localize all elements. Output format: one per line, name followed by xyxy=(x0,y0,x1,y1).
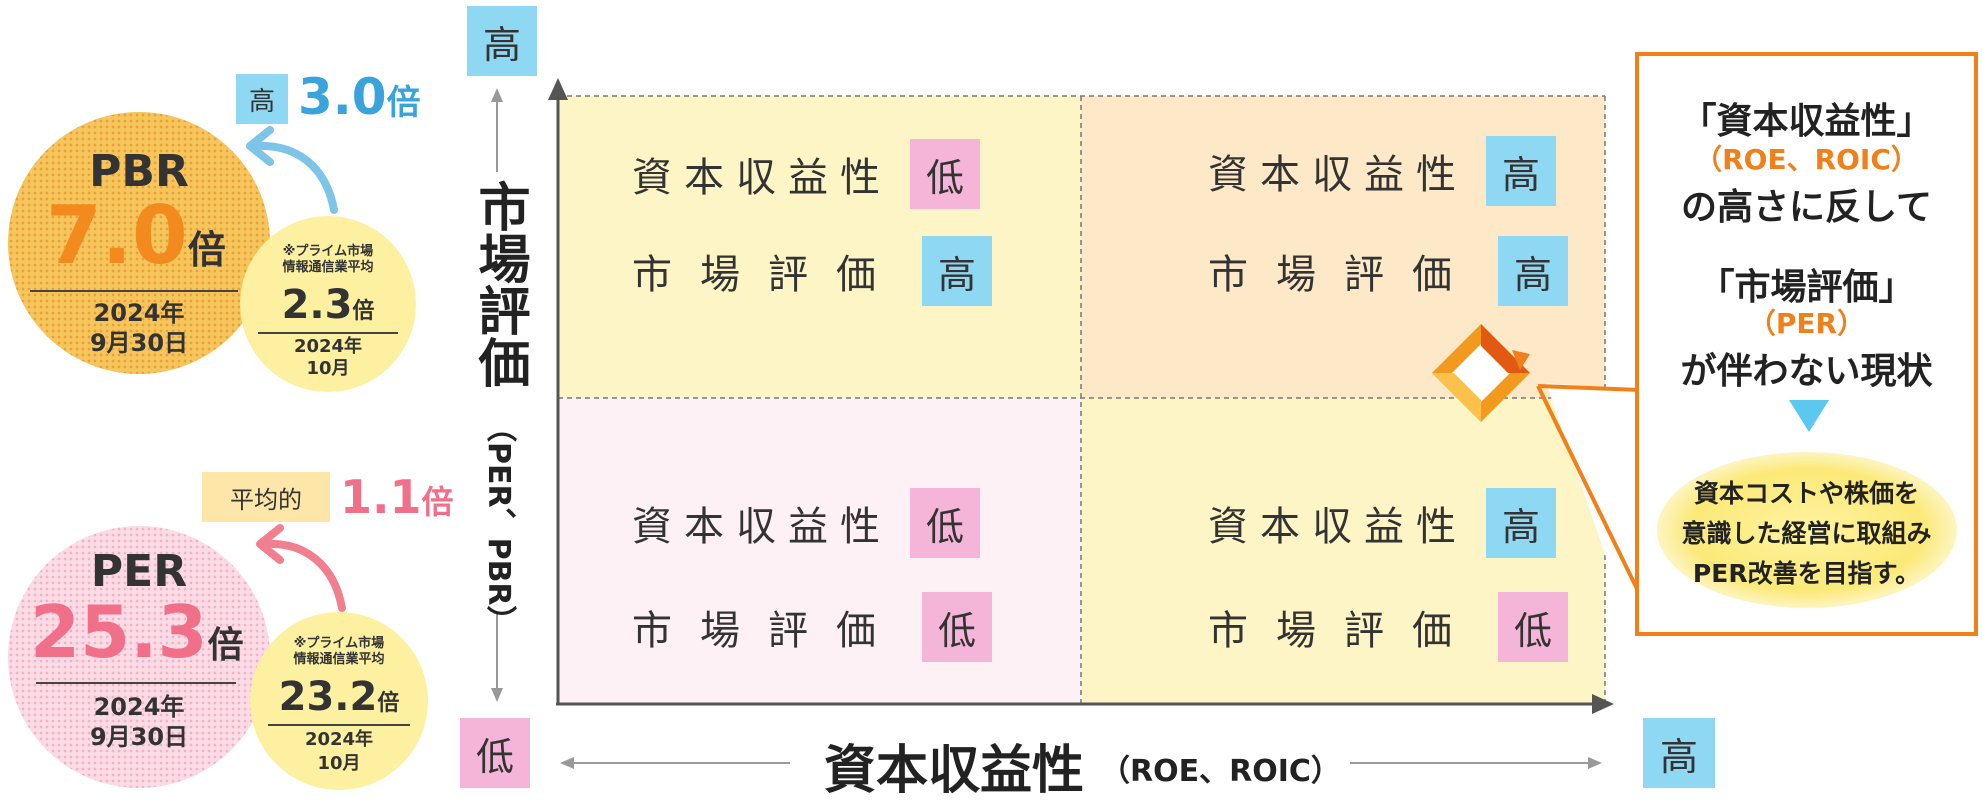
pbr-avg-group: 2.3倍 xyxy=(240,282,416,328)
y-axis-title: 市場評価 xyxy=(469,180,529,388)
callout-action1: 資本コストや株価を xyxy=(1693,479,1919,508)
per-compare: 1.1倍 xyxy=(340,470,454,524)
per-avg-value: 23.2 xyxy=(278,674,378,720)
pbr-avg-unit: 倍 xyxy=(352,299,375,324)
quadrant-bottom-left xyxy=(558,398,1081,704)
pbr-avg-circle xyxy=(240,216,416,392)
tl-row-capital: 資本収益性 低 xyxy=(632,139,980,209)
pbr-compare-value: 3.0 xyxy=(298,68,387,126)
pbr-compare-unit: 倍 xyxy=(386,83,421,123)
x-axis-title: 資本収益性 xyxy=(824,741,1085,801)
per-avg-group: 23.2倍 xyxy=(250,674,428,720)
pbr-unit: 倍 xyxy=(187,228,226,272)
per-avg-note2: 情報通信業平均 xyxy=(293,652,385,667)
br-capital-tag: 高 xyxy=(1486,488,1556,558)
per-avg-date2: 10月 xyxy=(317,753,361,774)
pbr-date-line2: 9月30日 xyxy=(89,329,189,357)
tr-capital-tag: 高 xyxy=(1486,136,1556,206)
y-axis-subtitle: （PER、PBR） xyxy=(481,412,516,636)
pbr-avg-divider xyxy=(258,332,398,334)
per-compare-value: 1.1 xyxy=(340,470,422,524)
callout-action: 資本コストや株価を 意識した経営に取組み PER改善を目指す。 xyxy=(1639,474,1974,594)
per-avg-unit: 倍 xyxy=(377,691,400,716)
pbr-up-arrow-icon xyxy=(246,126,338,214)
bl-market-tag: 低 xyxy=(922,592,992,662)
callout-action3: PER改善を目指す。 xyxy=(1692,559,1921,588)
pbr-circle xyxy=(8,112,270,374)
tr-market-label: 市場評価 xyxy=(1208,252,1480,298)
per-unit: 倍 xyxy=(207,625,244,666)
pbr-avg-date1: 2024年 xyxy=(293,336,363,357)
per-compare-tag: 平均的 xyxy=(202,472,330,522)
per-date: 2024年 9月30日 xyxy=(8,692,270,752)
per-compare-unit: 倍 xyxy=(421,483,454,521)
y-axis-high-tag: 高 xyxy=(467,6,537,76)
br-market-tag: 低 xyxy=(1498,592,1568,662)
quadrant-top-left xyxy=(558,96,1081,398)
callout-line6: が伴わない現状 xyxy=(1680,351,1933,392)
per-avg-note1: ※プライム市場 xyxy=(293,636,385,651)
callout-line3: の高さに反して xyxy=(1681,187,1932,228)
per-divider xyxy=(36,682,236,684)
pbr-date: 2024年 9月30日 xyxy=(8,298,270,358)
per-title: PER xyxy=(90,546,188,597)
per-circle xyxy=(8,526,270,788)
callout-line4: 「市場評価」 xyxy=(1698,267,1915,308)
br-row-capital: 資本収益性 高 xyxy=(1208,488,1556,558)
per-value: 25.3 xyxy=(30,590,208,674)
per-value-group: 25.3倍 xyxy=(30,594,244,670)
per-avg-date1: 2024年 xyxy=(304,729,374,750)
per-date-line1: 2024年 xyxy=(93,693,185,721)
bl-capital-label: 資本収益性 xyxy=(632,504,892,550)
bl-market-label: 市場評価 xyxy=(632,608,904,654)
tr-row-capital: 資本収益性 高 xyxy=(1208,136,1556,206)
callout-line2: （ROE、ROIC） xyxy=(1694,143,1919,176)
tl-capital-tag: 低 xyxy=(910,139,980,209)
y-axis-low-tag: 低 xyxy=(460,718,530,788)
br-row-market: 市場評価 低 xyxy=(1208,592,1568,662)
per-up-arrow-icon xyxy=(256,524,346,612)
pbr-compare: 3.0倍 xyxy=(298,68,421,126)
per-avg-circle xyxy=(250,612,428,790)
tr-row-market: 市場評価 高 xyxy=(1208,236,1568,306)
pbr-value-group: 7.0倍 xyxy=(46,196,226,276)
pbr-compare-tag: 高 xyxy=(236,74,288,124)
tl-market-label: 市場評価 xyxy=(632,252,904,298)
pbr-avg-date2: 10月 xyxy=(306,358,350,379)
pbr-avg-value: 2.3 xyxy=(281,282,353,328)
tl-market-tag: 高 xyxy=(922,236,992,306)
callout-box: 「資本収益性」 （ROE、ROIC） の高さに反して 「市場評価」 （PER） … xyxy=(1635,52,1978,636)
x-axis-subtitle: （ROE、ROIC） xyxy=(1100,754,1341,789)
br-market-label: 市場評価 xyxy=(1208,608,1480,654)
pbr-date-line1: 2024年 xyxy=(93,299,185,327)
callout-line1: 「資本収益性」 xyxy=(1680,101,1933,142)
tr-market-tag: 高 xyxy=(1498,236,1568,306)
down-triangle-icon xyxy=(1789,400,1829,432)
br-capital-label: 資本収益性 xyxy=(1208,504,1468,550)
bl-row-capital: 資本収益性 低 xyxy=(632,488,980,558)
pbr-title: PBR xyxy=(89,146,189,197)
pbr-avg-note2: 情報通信業平均 xyxy=(282,260,374,275)
pbr-value: 7.0 xyxy=(46,189,188,282)
pbr-avg-date: 2024年 10月 xyxy=(240,336,416,380)
callout-action2: 意識した経営に取組み xyxy=(1681,519,1932,548)
company-logo-icon xyxy=(1432,324,1530,422)
bl-row-market: 市場評価 低 xyxy=(632,592,992,662)
pbr-divider xyxy=(30,290,238,292)
pbr-avg-note: ※プライム市場 情報通信業平均 xyxy=(240,244,416,276)
x-axis-high-tag: 高 xyxy=(1643,718,1715,788)
tl-capital-label: 資本収益性 xyxy=(632,155,892,201)
tl-row-market: 市場評価 高 xyxy=(632,236,992,306)
per-date-line2: 9月30日 xyxy=(89,723,189,751)
callout-line5: （PER） xyxy=(1747,307,1866,340)
bl-capital-tag: 低 xyxy=(910,488,980,558)
per-avg-divider xyxy=(268,724,410,726)
tr-capital-label: 資本収益性 xyxy=(1208,152,1468,198)
per-avg-date: 2024年 10月 xyxy=(250,728,428,776)
per-avg-note: ※プライム市場 情報通信業平均 xyxy=(250,636,428,668)
callout-action-bubble xyxy=(1657,452,1957,608)
pbr-avg-note1: ※プライム市場 xyxy=(282,244,374,259)
